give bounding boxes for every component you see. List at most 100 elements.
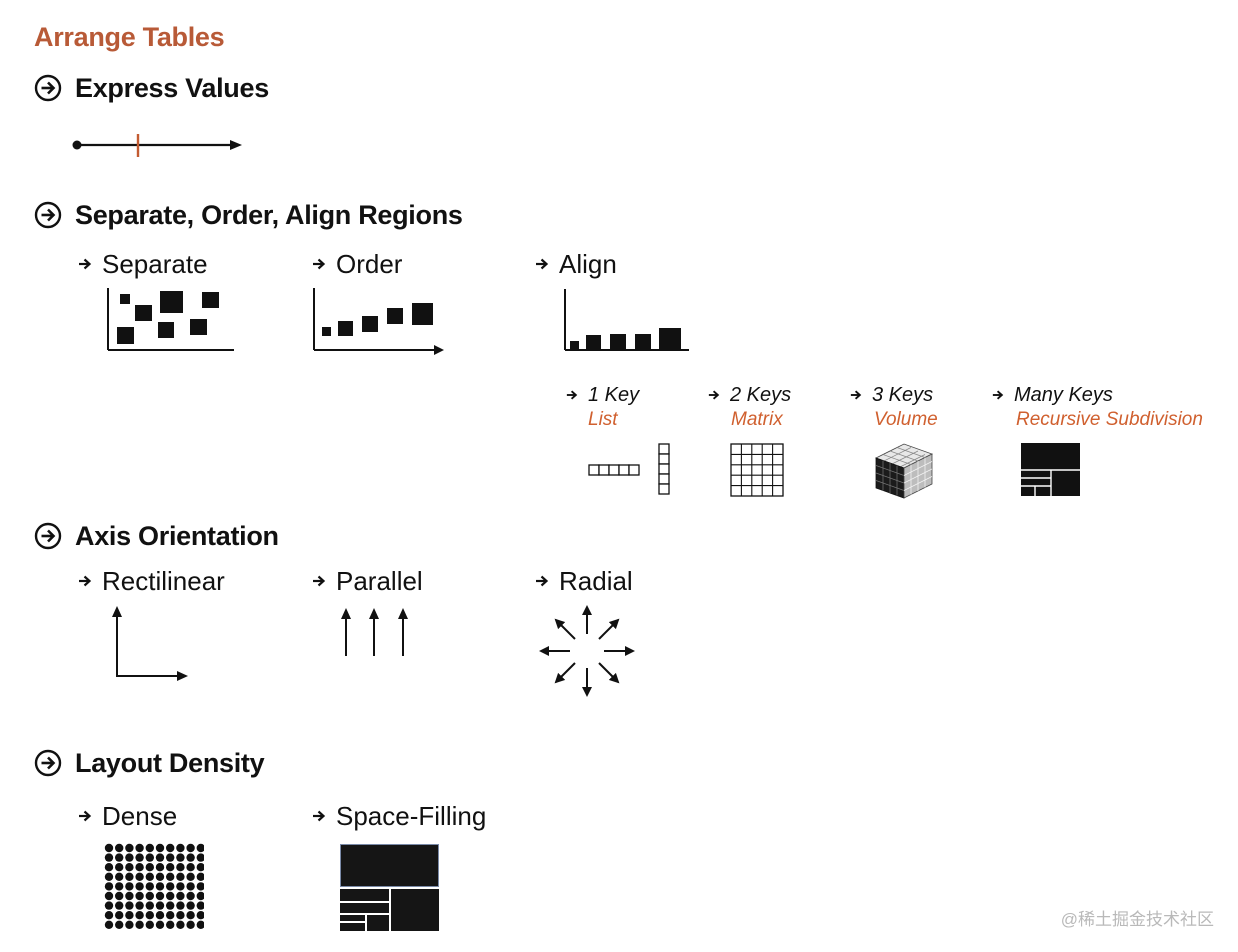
item-order: Order xyxy=(312,248,402,280)
dense-dot xyxy=(145,911,154,920)
dense-dot xyxy=(135,920,144,929)
circled-arrow-icon xyxy=(34,522,62,550)
item-align: Align xyxy=(535,248,617,280)
small-arrow-icon xyxy=(312,809,326,823)
item-parallel: Parallel xyxy=(312,565,423,597)
dense-dot xyxy=(104,863,114,872)
dense-dot xyxy=(196,901,204,910)
item-rectilinear: Rectilinear xyxy=(78,565,225,597)
dense-dot xyxy=(196,872,204,881)
key-sub-label: Recursive Subdivision xyxy=(1016,409,1203,430)
key-label: 3 Keys xyxy=(872,383,934,406)
small-arrow-icon xyxy=(535,574,549,588)
dense-dot xyxy=(186,853,195,862)
dense-dot xyxy=(145,891,154,901)
dense-dot xyxy=(186,872,195,881)
dense-dot xyxy=(155,872,165,881)
item-dense: Dense xyxy=(78,800,177,832)
dense-dot xyxy=(196,853,204,862)
dense-dot xyxy=(176,882,185,891)
dense-dot xyxy=(145,872,154,881)
dense-dot xyxy=(155,911,165,920)
dense-dot xyxy=(104,891,114,901)
dense-dot xyxy=(166,901,175,910)
dense-dot xyxy=(125,911,134,920)
matrix-layout-icon xyxy=(730,443,784,497)
section-label: Separate, Order, Align Regions xyxy=(75,199,463,230)
dense-dot xyxy=(176,891,185,901)
dense-dot xyxy=(186,882,195,891)
dense-dot xyxy=(166,891,175,901)
dense-dot xyxy=(125,843,134,853)
space-filling-icon xyxy=(340,844,439,931)
dense-dot xyxy=(145,853,154,862)
section-axis-orientation: Axis Orientation xyxy=(34,519,279,553)
dense-dot xyxy=(166,911,175,920)
dense-dot xyxy=(196,920,204,929)
dense-dot xyxy=(166,853,175,862)
dense-dot xyxy=(166,872,175,881)
dense-dot xyxy=(125,920,134,929)
circled-arrow-icon xyxy=(34,74,62,102)
dense-dot xyxy=(135,911,144,920)
key-sub-label: Matrix xyxy=(731,409,783,430)
item-label: Radial xyxy=(559,565,633,596)
item-label: Align xyxy=(559,248,617,279)
dense-dot xyxy=(115,920,124,929)
dense-dot xyxy=(176,853,185,862)
small-arrow-icon xyxy=(78,257,92,271)
section-label: Axis Orientation xyxy=(75,520,279,551)
dense-dot xyxy=(176,872,185,881)
dense-dot xyxy=(135,882,144,891)
small-arrow-icon xyxy=(850,389,862,401)
order-chart-icon xyxy=(313,288,444,355)
dense-dot xyxy=(125,891,134,901)
dense-dot xyxy=(115,901,124,910)
dense-dot xyxy=(186,901,195,910)
dense-dot xyxy=(196,863,204,872)
item-space-filling: Space-Filling xyxy=(312,800,486,832)
dense-dot xyxy=(125,901,134,910)
list-layout-icon xyxy=(588,443,670,495)
key-label: 2 Keys xyxy=(730,383,792,406)
small-arrow-icon xyxy=(566,389,578,401)
dense-dot xyxy=(104,872,114,881)
dense-dot xyxy=(115,891,124,901)
dense-dot xyxy=(104,853,114,862)
dense-dot xyxy=(166,920,175,929)
small-arrow-icon xyxy=(708,389,720,401)
dense-dot xyxy=(196,882,204,891)
dense-dot xyxy=(125,872,134,881)
section-layout-density: Layout Density xyxy=(34,746,265,780)
section-separate-order-align: Separate, Order, Align Regions xyxy=(34,198,463,232)
item-label: Order xyxy=(336,248,403,279)
dense-dot-grid-icon xyxy=(104,843,204,929)
dense-dot xyxy=(196,891,204,901)
dense-dot xyxy=(104,843,114,853)
key-sub-label: Volume xyxy=(874,409,938,430)
dense-dot xyxy=(115,882,124,891)
dense-dot xyxy=(125,882,134,891)
dense-dot xyxy=(135,901,144,910)
key-label: 1 Key xyxy=(588,383,640,406)
dense-dot xyxy=(104,901,114,910)
dense-dot xyxy=(155,901,165,910)
dense-dot xyxy=(115,843,124,853)
dense-dot xyxy=(176,911,185,920)
item-label: Dense xyxy=(102,800,178,831)
key-3: 3 Keys xyxy=(850,382,933,408)
dense-dot xyxy=(155,853,165,862)
circled-arrow-icon xyxy=(34,749,62,777)
dense-dot xyxy=(145,843,154,853)
dense-dot xyxy=(135,853,144,862)
dense-dot xyxy=(186,891,195,901)
dense-dot xyxy=(115,853,124,862)
dense-dot xyxy=(176,843,185,853)
dense-dot xyxy=(176,920,185,929)
recursive-subdivision-icon xyxy=(1021,443,1080,496)
dense-dot xyxy=(155,843,165,853)
volume-cube-icon xyxy=(874,443,934,499)
rectilinear-axes-icon xyxy=(112,606,188,681)
dense-dot xyxy=(115,911,124,920)
item-radial: Radial xyxy=(535,565,633,597)
